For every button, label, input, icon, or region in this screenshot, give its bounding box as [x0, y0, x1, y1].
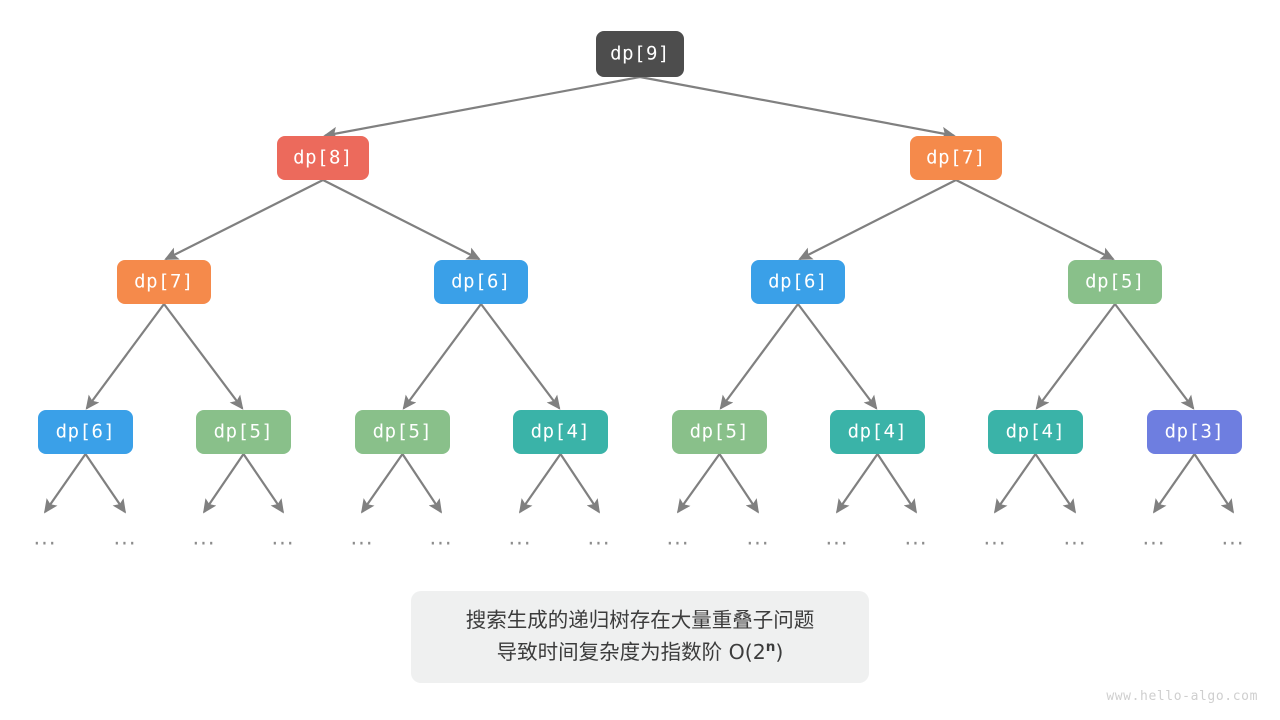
tree-node-label: dp[5]: [1085, 270, 1145, 293]
ellipsis-marker: ...: [350, 525, 374, 550]
tree-edge: [163, 303, 244, 410]
tree-leaf-edge: [84, 453, 126, 514]
ellipsis-marker: ...: [271, 525, 295, 550]
tree-leaf-edge: [559, 453, 600, 514]
tree-edge: [798, 179, 957, 261]
tree-node: dp[8]: [277, 136, 369, 180]
tree-leaf-edge: [993, 453, 1037, 514]
tree-node-label: dp[6]: [55, 420, 116, 443]
tree-edge: [1114, 303, 1195, 410]
tree-node-label: dp[4]: [530, 420, 591, 443]
ellipsis-marker: ...: [587, 525, 611, 550]
tree-node-label: dp[8]: [293, 146, 353, 169]
ellipsis-marker: ...: [1063, 525, 1087, 550]
tree-node: dp[6]: [434, 260, 528, 304]
tree-leaf-edge: [43, 453, 87, 514]
tree-node: dp[6]: [38, 410, 133, 454]
tree-node: dp[3]: [1147, 410, 1242, 454]
tree-node: dp[9]: [596, 31, 684, 77]
tree-leaf-edge: [518, 453, 562, 514]
tree-node-label: dp[7]: [134, 270, 194, 293]
tree-node: dp[7]: [117, 260, 211, 304]
tree-node: dp[6]: [751, 260, 845, 304]
caption-line-1: 搜索生成的递归树存在大量重叠子问题: [465, 608, 815, 633]
tree-node-label: dp[5]: [689, 420, 750, 443]
tree-node-label: dp[5]: [213, 420, 274, 443]
tree-node: dp[5]: [1068, 260, 1162, 304]
ellipsis-marker: ...: [904, 525, 928, 550]
tree-node: dp[4]: [830, 410, 925, 454]
tree-edge: [639, 75, 956, 140]
tree-node: dp[4]: [988, 410, 1083, 454]
tree-edge: [402, 303, 482, 410]
watermark: www.hello-algo.com: [1106, 689, 1258, 704]
tree-edge: [480, 303, 561, 410]
ellipsis-marker: ...: [666, 525, 690, 550]
tree-edge: [797, 303, 878, 410]
ellipsis-marker: ...: [1221, 525, 1245, 550]
tree-node: dp[5]: [355, 410, 450, 454]
tree-leaf-edge: [718, 453, 759, 514]
tree-edge: [322, 179, 481, 261]
tree-node: dp[7]: [910, 136, 1002, 180]
ellipsis-marker: ...: [113, 525, 137, 550]
tree-node: dp[5]: [196, 410, 291, 454]
ellipsis-marker: ...: [983, 525, 1007, 550]
tree-edge: [955, 179, 1115, 261]
tree-leaf-edge: [1152, 453, 1196, 514]
tree-edge: [1035, 303, 1116, 410]
tree-node-label: dp[4]: [1005, 420, 1066, 443]
tree-node: dp[4]: [513, 410, 608, 454]
caption-line-2: 导致时间复杂度为指数阶 O(2n): [497, 637, 784, 669]
tree-node-label: dp[3]: [1164, 420, 1225, 443]
tree-leaf-edge: [835, 453, 879, 514]
caption-line-2-suffix: ): [775, 640, 784, 664]
tree-node-label: dp[5]: [372, 420, 433, 443]
tree-edge: [719, 303, 799, 410]
tree-leaf-edge: [1193, 453, 1234, 514]
ellipsis-marker: ...: [508, 525, 532, 550]
tree-node-label: dp[6]: [768, 270, 828, 293]
ellipsis-marker: ...: [192, 525, 216, 550]
tree-node-label: dp[6]: [451, 270, 511, 293]
tree-leaf-edge: [876, 453, 917, 514]
tree-leaf-edge: [401, 453, 442, 514]
tree-node-label: dp[9]: [610, 42, 670, 65]
caption-line-2-prefix: 导致时间复杂度为指数阶 O(2: [496, 640, 766, 664]
ellipsis-marker: ...: [825, 525, 849, 550]
tree-leaf-edge: [203, 453, 245, 514]
tree-edge: [85, 303, 165, 410]
tree-leaf-edge: [360, 453, 404, 514]
tree-edge: [323, 75, 641, 140]
caption-box: 搜索生成的递归树存在大量重叠子问题 导致时间复杂度为指数阶 O(2n): [411, 591, 869, 683]
ellipsis-marker: ...: [33, 525, 57, 550]
tree-leaf-edge: [1034, 453, 1076, 514]
tree-node-label: dp[7]: [926, 146, 986, 169]
tree-leaf-edge: [676, 453, 721, 514]
ellipsis-marker: ...: [746, 525, 770, 550]
ellipsis-marker: ...: [429, 525, 453, 550]
ellipsis-marker: ...: [1142, 525, 1166, 550]
tree-node-label: dp[4]: [847, 420, 908, 443]
tree-leaf-edge: [242, 453, 284, 514]
tree-edge: [164, 179, 324, 261]
caption-exponent: n: [765, 639, 776, 656]
tree-node: dp[5]: [672, 410, 767, 454]
